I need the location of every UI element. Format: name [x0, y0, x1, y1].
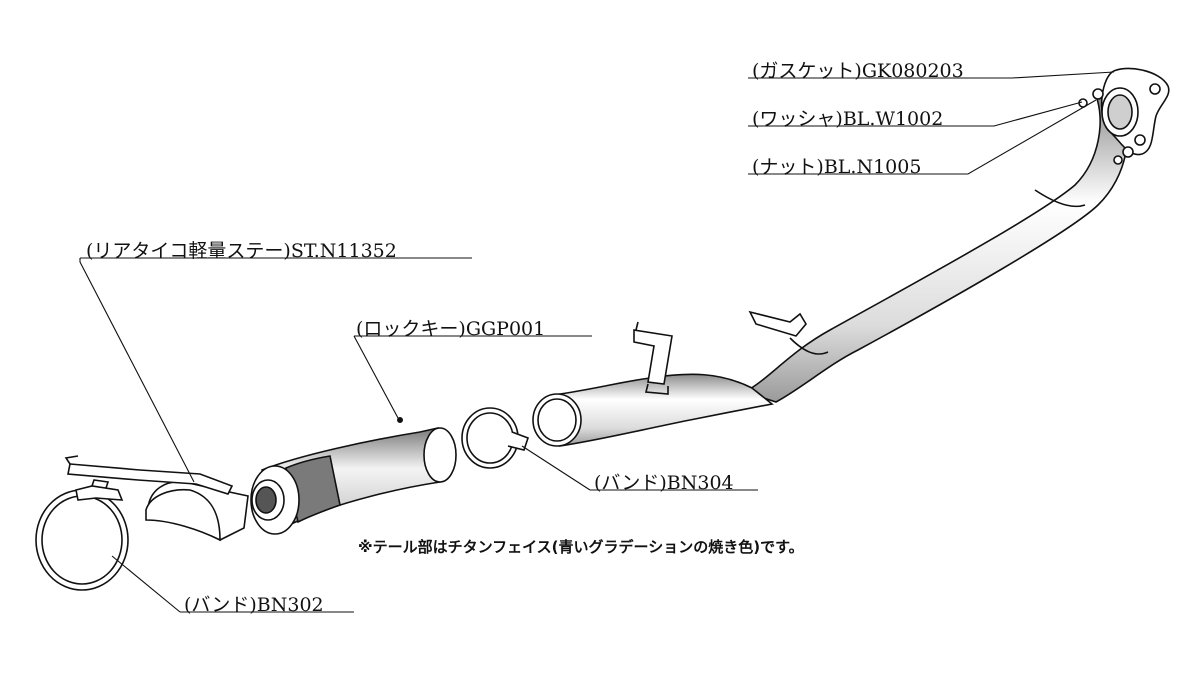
rear-stay-hook [64, 455, 79, 465]
label-gasket: (ガスケット)GK080203 [752, 60, 964, 82]
band-bn304-clamp [507, 431, 530, 451]
middle-hanger-rod [635, 321, 669, 395]
label-band304: (バンド)BN304 [594, 472, 734, 494]
nut-part [1122, 146, 1134, 158]
middle-pipe-inlet [532, 393, 582, 447]
washer-part [1092, 88, 1104, 100]
middle-pipe [532, 310, 807, 447]
rear-stay [64, 455, 249, 542]
band-bn304-part [461, 407, 530, 469]
band-bn302-part [35, 479, 129, 591]
front-pipe-bend-line [1034, 189, 1086, 208]
leader-lockkey [353, 335, 592, 419]
middle-pipe-inlet-inner [537, 398, 577, 442]
band-bn302-bolt [91, 479, 110, 489]
front-pipe-body [743, 94, 1129, 403]
front-pipe-bend-line-2 [789, 337, 829, 355]
flange-bolt-hole [1149, 83, 1161, 95]
nut-part-2 [1113, 155, 1123, 165]
leader-gasket [748, 71, 1115, 79]
middle-pipe-body [559, 373, 774, 447]
band-bn302-clamp [75, 485, 124, 501]
front-hanger-rod [748, 310, 807, 337]
rear-stay-plate [145, 488, 221, 542]
flange-bolt-hole-2 [1134, 134, 1146, 146]
rear-stay-arm [67, 463, 234, 495]
leader-stay [79, 257, 472, 483]
band-bn302-ring [35, 489, 129, 591]
muffler-inlet-end [423, 427, 457, 483]
label-nut: (ナット)BL.N1005 [752, 156, 922, 178]
leader-nut [748, 99, 1097, 175]
leader-washer [748, 101, 1083, 127]
label-stay: (リアタイコ軽量ステー)ST.N11352 [86, 240, 397, 262]
label-washer: (ワッシャ)BL.W1002 [752, 108, 944, 130]
tail-pipe-inner [255, 486, 277, 514]
leader-lines [79, 71, 1115, 613]
leader-band304 [521, 445, 758, 491]
label-band302: (バンド)BN302 [184, 594, 324, 616]
muffler [250, 416, 457, 535]
lock-key-part [396, 416, 403, 423]
front-flange-bore [1107, 94, 1133, 130]
tail-note: ※テール部はチタンフェイス(青いグラデーションの焼き色)です。 [358, 538, 804, 556]
middle-hanger-bracket [633, 329, 673, 385]
label-lockkey: (ロックキー)GGP001 [356, 318, 546, 340]
band-bn304-ring [461, 407, 519, 469]
leader-band302 [111, 555, 354, 613]
